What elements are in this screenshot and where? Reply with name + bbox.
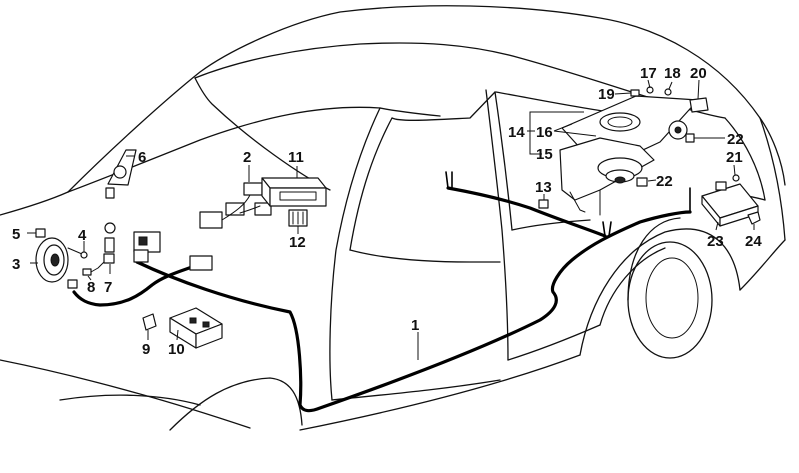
small-speaker-part xyxy=(668,120,695,143)
leader-lines xyxy=(27,79,755,360)
callout-19: 19 xyxy=(598,86,615,103)
car-body-outline xyxy=(0,5,786,431)
callout-10: 10 xyxy=(168,341,185,358)
callout-1: 1 xyxy=(411,317,419,334)
harness-junction-part xyxy=(189,255,213,271)
fuse-holder-part xyxy=(169,307,223,349)
callout-24: 24 xyxy=(745,233,762,250)
callout-6: 6 xyxy=(138,149,146,166)
callout-22-upper: 22 xyxy=(727,131,744,148)
callout-11: 11 xyxy=(288,149,304,166)
radio-bracket-part xyxy=(288,209,308,227)
callout-14: 14 xyxy=(508,124,525,141)
cable-clip-part xyxy=(538,199,549,209)
amp-screw-part xyxy=(732,174,740,182)
callout-21: 21 xyxy=(726,149,743,166)
amplifier-part xyxy=(701,181,759,227)
callout-22-lower: 22 xyxy=(656,173,673,190)
radio-frame-part xyxy=(261,177,327,207)
tweeter-part xyxy=(103,222,116,264)
front-speaker-part xyxy=(35,237,69,283)
washer-part xyxy=(664,88,672,96)
callout-5: 5 xyxy=(12,226,20,243)
speaker-clip-2-part xyxy=(636,177,648,187)
pillar-tweeter-part xyxy=(105,149,137,199)
speaker-clip-part xyxy=(35,228,46,238)
callout-labels: 1 2 3 4 5 6 7 8 9 10 11 12 13 14 15 16 1… xyxy=(12,65,762,358)
callout-13: 13 xyxy=(535,179,552,196)
callout-4: 4 xyxy=(78,227,87,244)
fuse-part xyxy=(142,313,157,331)
callout-7: 7 xyxy=(104,279,112,296)
rear-speaker-shelf-part xyxy=(559,95,699,216)
callout-17: 17 xyxy=(640,65,657,82)
callout-20: 20 xyxy=(690,65,707,82)
wiring-harness xyxy=(72,171,692,413)
callout-2: 2 xyxy=(243,149,251,166)
callout-23: 23 xyxy=(707,233,724,250)
radio-cable-part xyxy=(199,182,272,229)
callout-3: 3 xyxy=(12,256,20,273)
callout-18: 18 xyxy=(664,65,681,82)
clip-part xyxy=(630,89,640,97)
callout-16: 16 xyxy=(536,124,553,141)
callout-8: 8 xyxy=(87,279,95,296)
callout-15: 15 xyxy=(536,146,553,163)
connector-part xyxy=(82,261,105,276)
callout-9: 9 xyxy=(142,341,150,358)
harness-plug-part xyxy=(67,279,78,289)
amp-clip-part xyxy=(747,211,761,225)
radio-connector-part xyxy=(133,231,161,263)
callout-12: 12 xyxy=(289,234,306,251)
bracket-part xyxy=(689,97,709,113)
